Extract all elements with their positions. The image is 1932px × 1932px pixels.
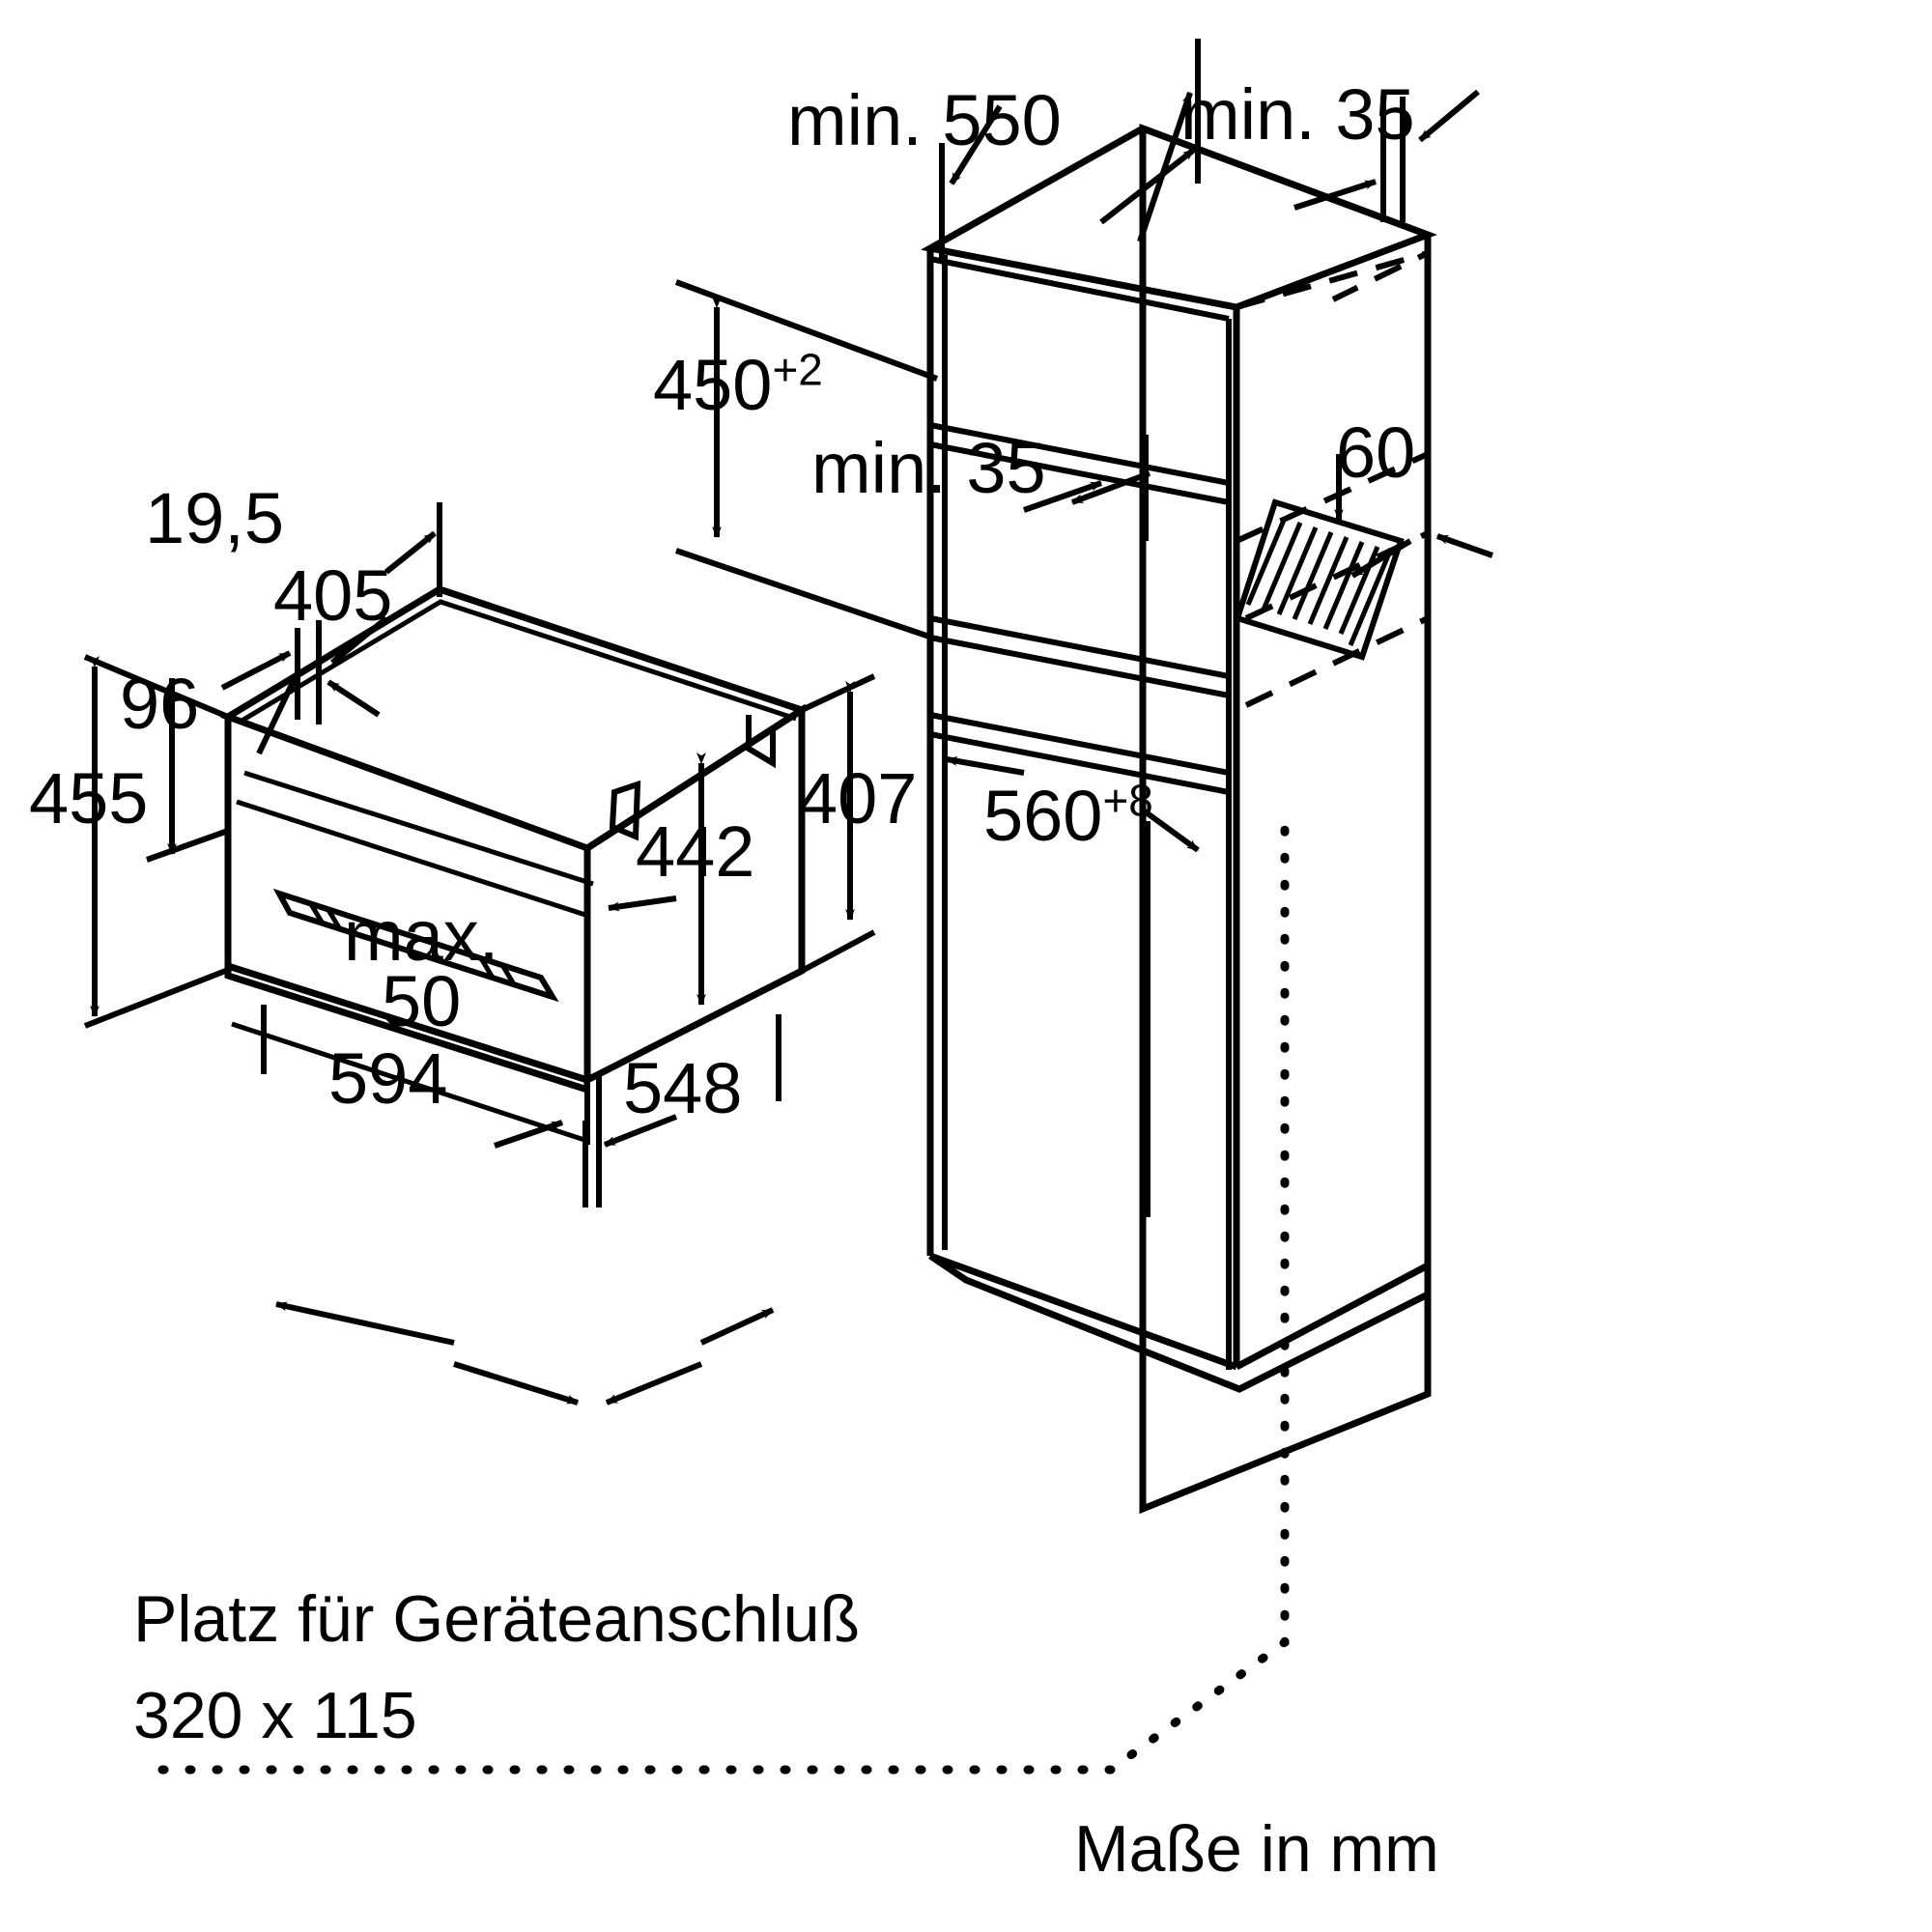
- label-60: 60: [1336, 412, 1416, 493]
- label-19-5: 19,5: [145, 478, 285, 558]
- label-455: 455: [29, 758, 149, 838]
- label-min-35-top: min. 35: [1180, 74, 1415, 155]
- label-405: 405: [273, 555, 393, 636]
- label-560-plus-8: 560+8: [983, 778, 1153, 852]
- label-min-35-mid: min. 35: [811, 428, 1046, 508]
- label-min-550: min. 550: [787, 80, 1062, 160]
- appliance-outline: [219, 585, 810, 1145]
- label-50: 50: [382, 961, 462, 1041]
- label-max: max.: [344, 895, 499, 976]
- rear-cutout-hatching: [1234, 498, 1405, 661]
- note-connection-space-line2: 320 x 115: [133, 1679, 417, 1752]
- label-594: 594: [328, 1038, 448, 1119]
- note-connection-space-line1: Platz für Geräteanschluß: [133, 1582, 861, 1656]
- label-407: 407: [798, 758, 918, 838]
- label-450-value: 450: [653, 345, 773, 425]
- label-548: 548: [623, 1048, 743, 1128]
- label-450-tolerance: +2: [772, 344, 823, 395]
- appliance-dimension-lines: [83, 502, 876, 1406]
- label-442: 442: [636, 811, 755, 892]
- connection-space-dotted-leader: [157, 807, 1290, 1775]
- note-units: Maße in mm: [1074, 1812, 1439, 1886]
- label-96: 96: [120, 664, 200, 744]
- cabinet-dimension-lines: [674, 39, 1493, 1217]
- cabinet-outline: [920, 123, 1437, 1515]
- label-450-plus-2: 450+2: [653, 347, 823, 421]
- label-560-tolerance: +8: [1102, 775, 1153, 826]
- label-560-value: 560: [983, 776, 1103, 856]
